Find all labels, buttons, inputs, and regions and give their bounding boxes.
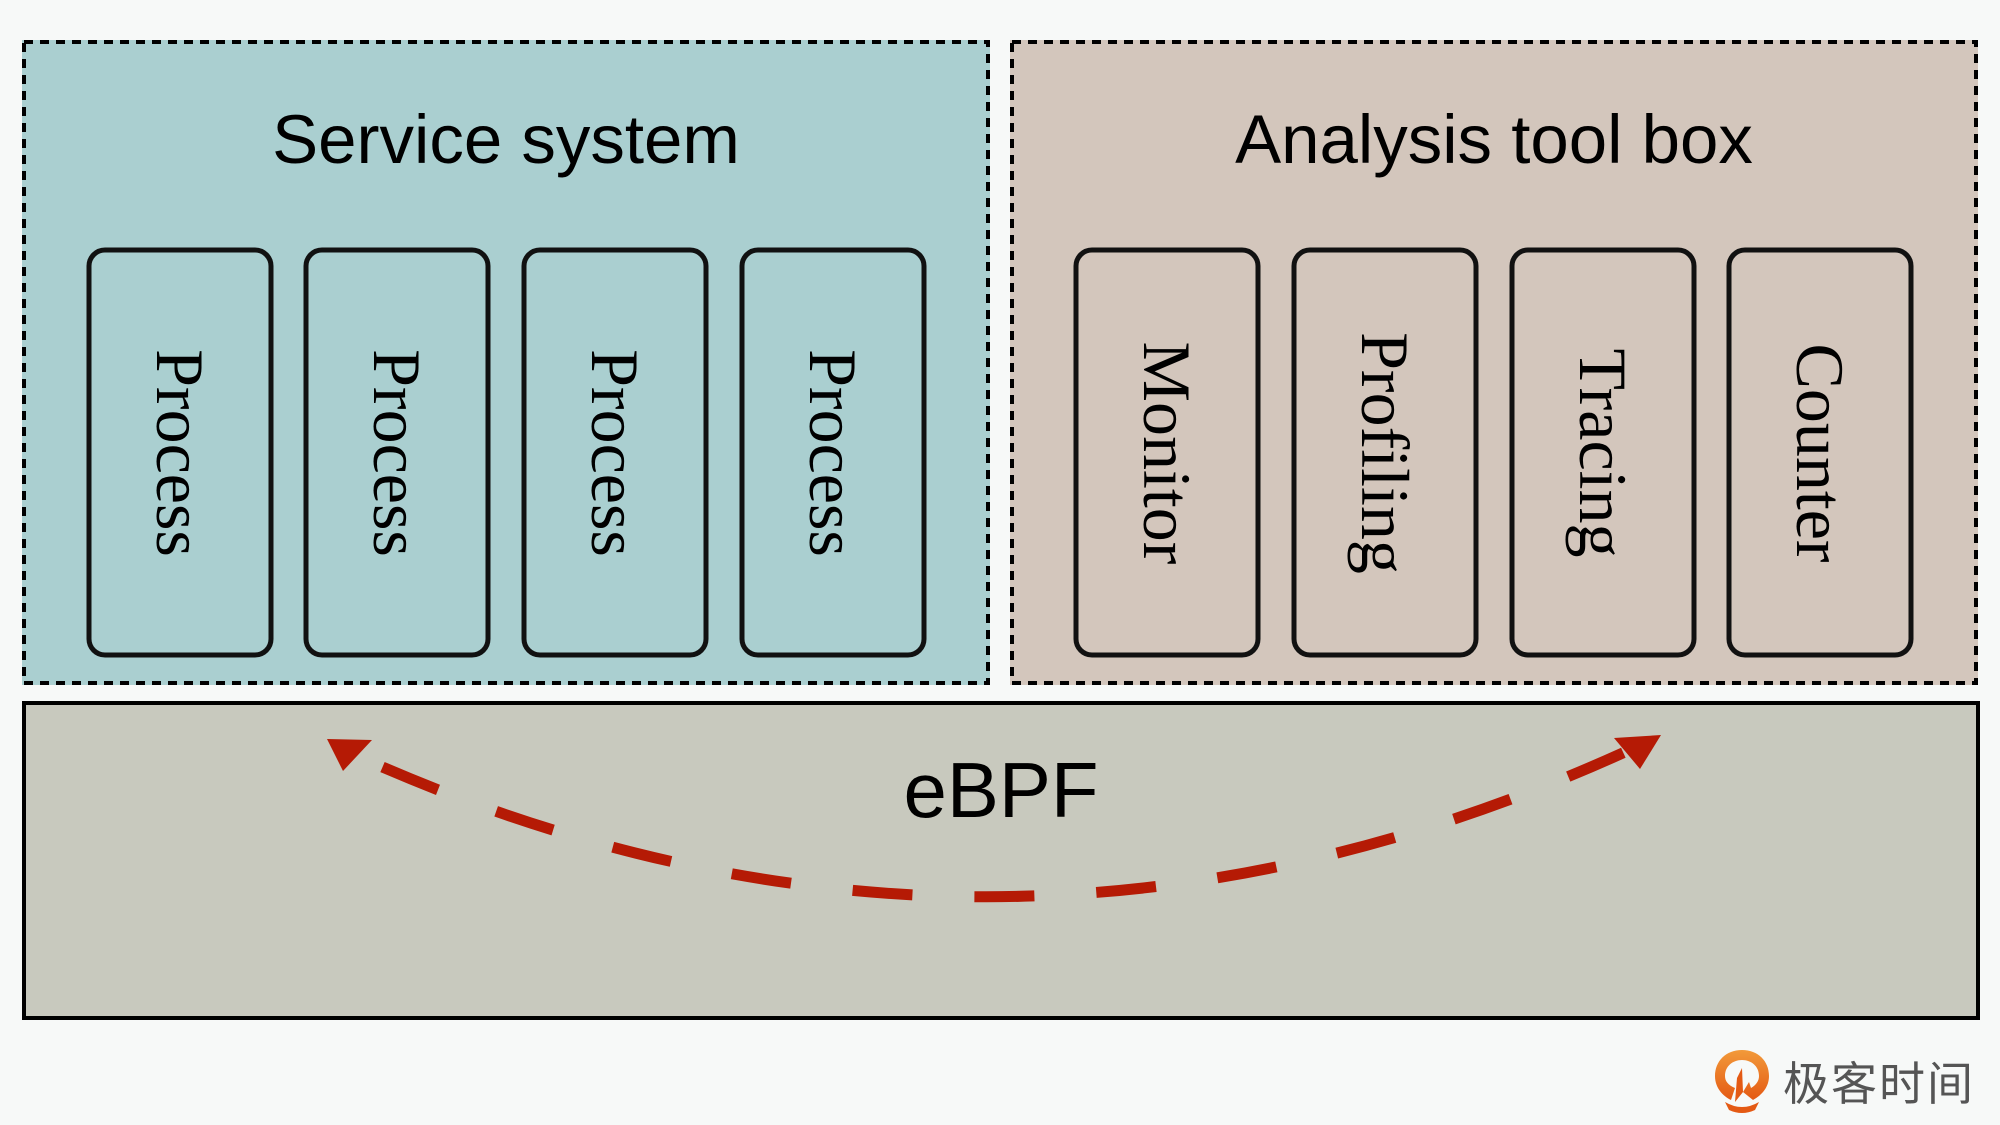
service-system-panel: Service system Process Process Process P…	[22, 40, 990, 685]
ebpf-panel: eBPF	[22, 701, 1980, 1020]
process-card-frame	[86, 247, 274, 658]
tool-card-profiling: Profiling	[1291, 247, 1479, 658]
tool-card-frame	[1509, 247, 1697, 658]
process-card-frame	[739, 247, 927, 658]
tool-label-profiling: Profiling	[1347, 331, 1423, 574]
process-card-frame	[521, 247, 709, 658]
process-card: Process	[86, 247, 274, 658]
tool-card-monitor: Monitor	[1073, 247, 1261, 658]
process-label: Process	[359, 348, 435, 557]
geektime-logo-text: 极客时间	[1783, 1057, 1975, 1111]
tool-label-counter: Counter	[1782, 342, 1858, 563]
tool-card-frame	[1291, 247, 1479, 658]
tool-label-tracing: Tracing	[1565, 347, 1641, 558]
analysis-toolbox-panel: Analysis tool box Monitor Profiling Trac…	[1010, 40, 1978, 685]
analysis-toolbox-title: Analysis tool box	[1235, 101, 1753, 178]
service-system-dashed-border	[22, 40, 990, 685]
geektime-logo-icon	[1715, 1050, 1769, 1113]
analysis-toolbox-dashed-border	[1010, 40, 1978, 685]
tool-card-tracing: Tracing	[1509, 247, 1697, 658]
geektime-logo: 极客时间	[1713, 1046, 1975, 1116]
process-card: Process	[521, 247, 709, 658]
process-label: Process	[142, 348, 218, 557]
service-system-title: Service system	[272, 101, 740, 178]
tool-label-monitor: Monitor	[1129, 341, 1205, 564]
tool-card-frame	[1073, 247, 1261, 658]
process-card: Process	[303, 247, 491, 658]
process-card-frame	[303, 247, 491, 658]
process-label: Process	[577, 348, 653, 557]
tool-card-counter: Counter	[1726, 247, 1914, 658]
process-label: Process	[795, 348, 871, 557]
ebpf-title: eBPF	[903, 746, 1099, 834]
tool-card-frame	[1726, 247, 1914, 658]
process-card: Process	[739, 247, 927, 658]
